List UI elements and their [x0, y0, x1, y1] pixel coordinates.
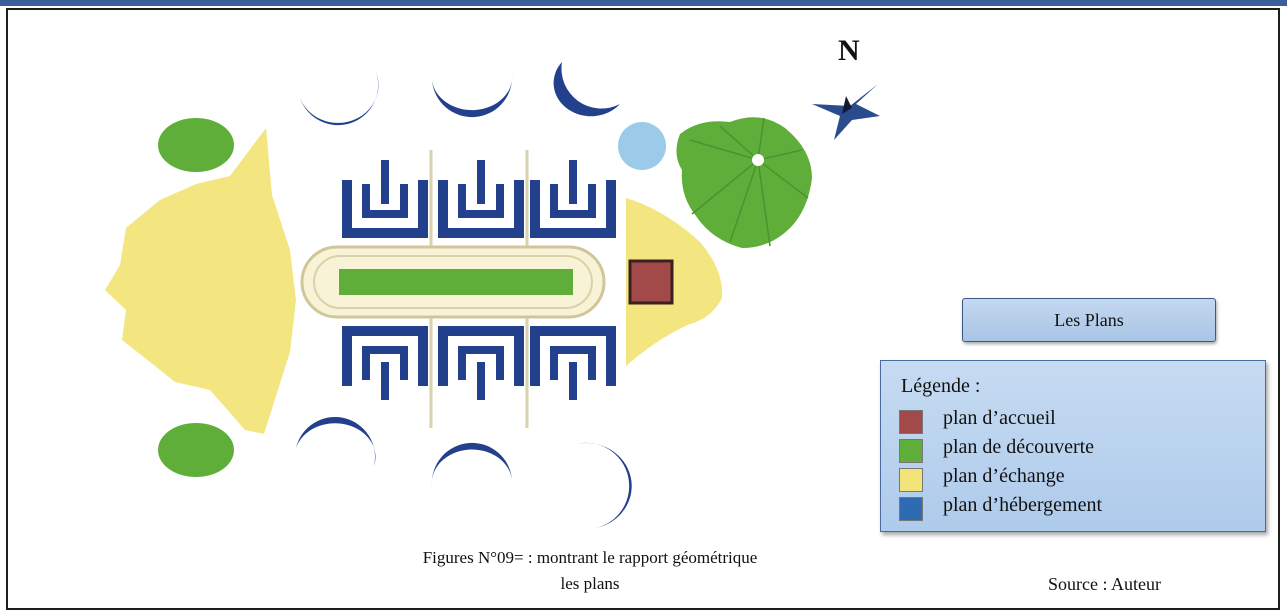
lodging-crescent-bottom-2: [431, 442, 512, 486]
legend-label-hebergement: plan d’hébergement: [943, 494, 1103, 516]
central-promenade-inner: [313, 255, 593, 309]
lodging-crescent-bottom-1: [296, 417, 376, 466]
figure-caption-line2: les plans: [560, 574, 620, 593]
lodging-block-upper: [342, 160, 616, 238]
lodging-unit-lower-1: [342, 326, 428, 400]
lodging-crescent-top-3: [553, 62, 620, 117]
exchange-zone-east: [626, 198, 723, 366]
compass-star-icon: [812, 84, 880, 140]
plans-title-banner: Les Plans: [962, 298, 1216, 342]
lodging-crescent-bottom-3: [576, 442, 632, 528]
lodging-unit-upper-2: [438, 160, 524, 238]
source-credit: Source : Auteur: [1048, 574, 1161, 594]
discovery-strip: [339, 269, 573, 295]
lodging-unit-upper-1: [342, 160, 428, 238]
reception-square: [628, 259, 674, 305]
accueil-swatch: [899, 410, 923, 434]
hebergement-swatch: [899, 497, 923, 521]
lodging-block-lower: [342, 326, 616, 400]
lodging-crescent-top-1: [300, 72, 379, 126]
plans-title-label: Les Plans: [1054, 310, 1124, 330]
top-border-bar: [0, 0, 1287, 6]
lodging-crescent-top-2: [432, 74, 513, 118]
discovery-fan: [676, 117, 812, 248]
exchange-zone-west: [105, 128, 296, 434]
lodging-unit-upper-3: [530, 160, 616, 238]
north-label: N: [838, 34, 860, 67]
legend-title: Légende :: [901, 375, 981, 397]
water-circle: [618, 122, 666, 170]
discovery-oval-top: [158, 118, 234, 172]
figure-caption-line1: Figures N°09= : montrant le rapport géom…: [422, 548, 758, 567]
legend-label-decouverte: plan de découverte: [943, 436, 1095, 458]
lodging-unit-lower-2: [438, 326, 524, 400]
echange-swatch: [899, 468, 923, 492]
legend-label-accueil: plan d’accueil: [943, 407, 1056, 429]
lodging-unit-lower-3: [530, 326, 616, 400]
discovery-oval-bottom: [158, 423, 234, 477]
decouverte-swatch: [899, 439, 923, 463]
legend-label-echange: plan d’échange: [943, 465, 1065, 487]
legend-box: Légende : plan d’accueil plan de découve…: [880, 360, 1266, 532]
